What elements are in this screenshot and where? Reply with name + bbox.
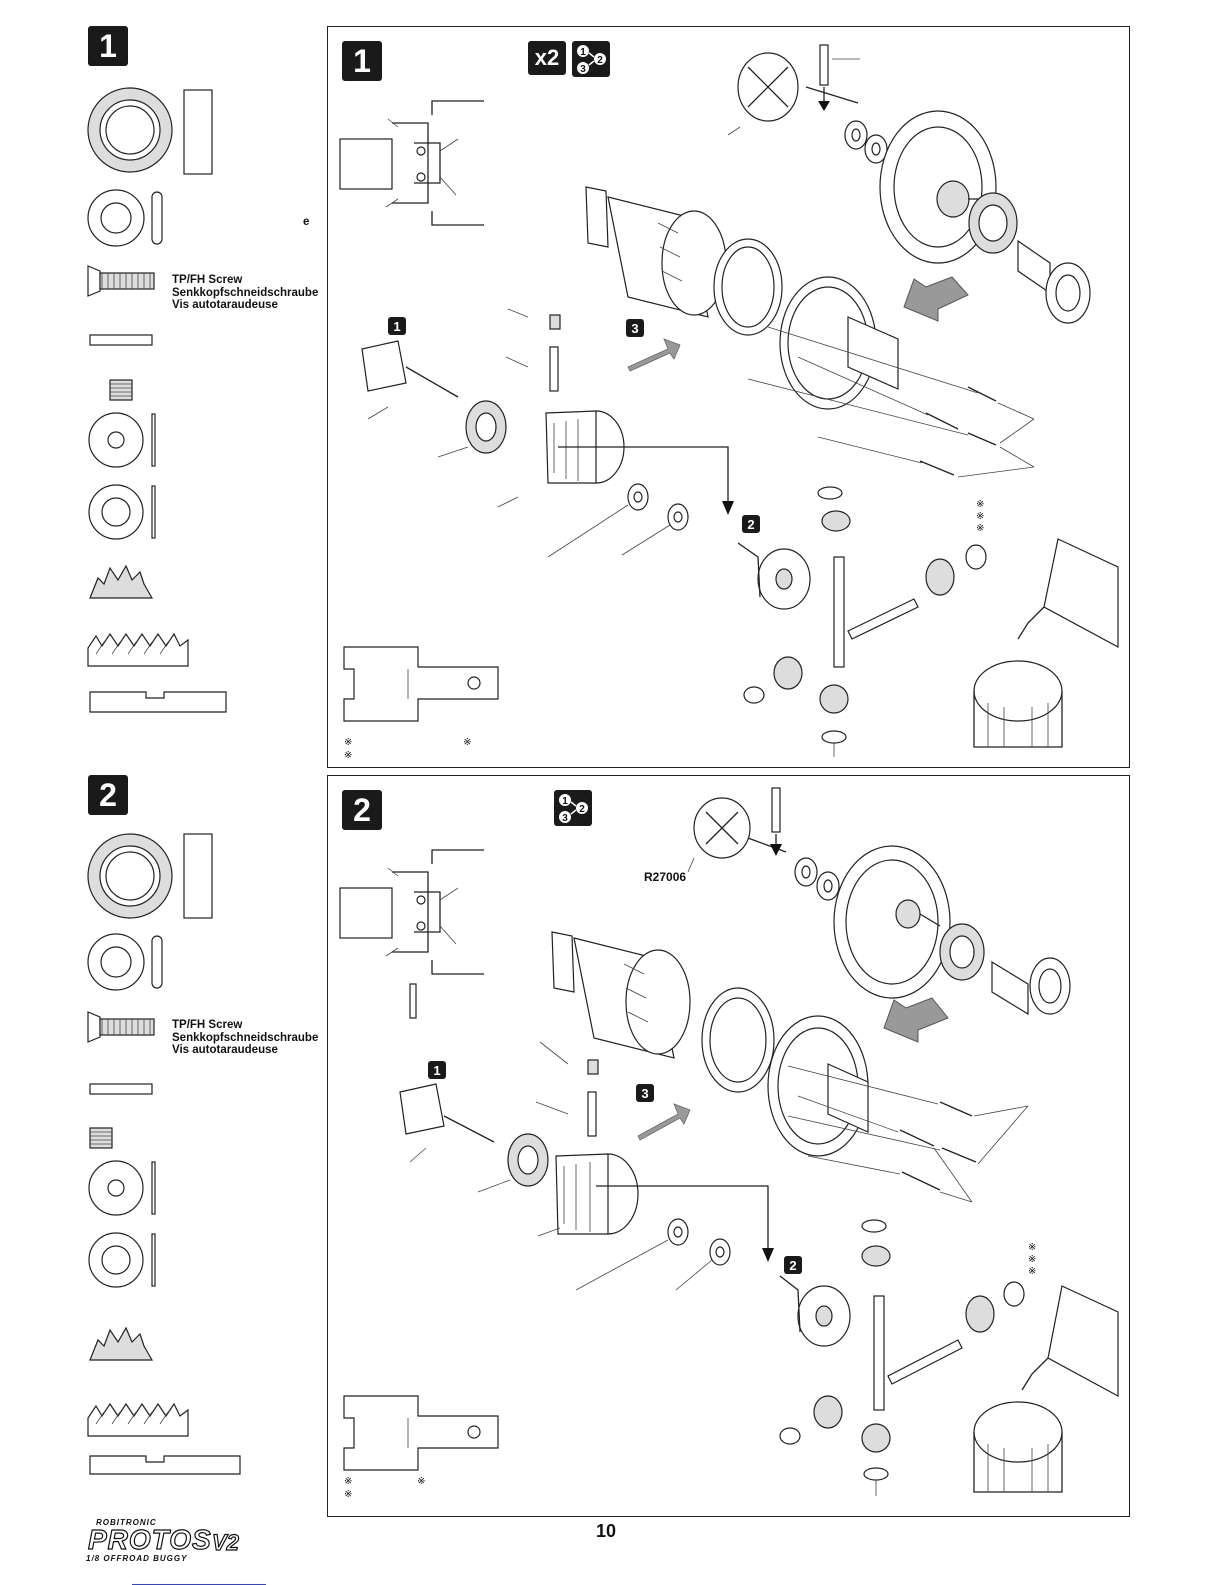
ring-gear-middle bbox=[768, 1016, 868, 1156]
shim-large-part-icon bbox=[89, 485, 155, 539]
section-1-step-badge: 1 bbox=[88, 26, 128, 66]
screw-label-de: Senkkopfschneidschraube bbox=[172, 287, 318, 300]
cross-section-detail bbox=[340, 850, 484, 1018]
pin-part-icon bbox=[90, 335, 152, 345]
cross-shaft-part-icon bbox=[90, 692, 226, 712]
direction-arrow-large bbox=[884, 998, 948, 1042]
differential-exploded-diagram-1 bbox=[328, 27, 1128, 767]
spider-cross-shafts bbox=[780, 1220, 1024, 1496]
section-1-parts-e-label: e bbox=[303, 216, 309, 229]
page-number: 10 bbox=[596, 1521, 616, 1542]
diff-gasket bbox=[702, 988, 774, 1092]
section-2-screw-label: TP/FH Screw Senkkopfschneidschraube Vis … bbox=[172, 1019, 318, 1057]
ring-gear-top bbox=[834, 846, 950, 998]
shim-large-part-icon bbox=[89, 1233, 155, 1287]
diff-case-top bbox=[552, 932, 690, 1058]
cross-shaft-part-icon bbox=[90, 1456, 240, 1474]
screw-label-de: Senkkopfschneidschraube bbox=[172, 1032, 318, 1045]
diff-case-lower bbox=[538, 1154, 638, 1236]
set-screw bbox=[550, 315, 560, 329]
outdrive-side-view bbox=[344, 647, 498, 721]
shim-part-icon bbox=[89, 1161, 155, 1215]
small-bevel-gear-part-icon bbox=[90, 566, 152, 598]
bearing-part-icon bbox=[88, 834, 212, 918]
pin-vertical bbox=[550, 347, 558, 391]
outdrive-left bbox=[400, 1084, 494, 1162]
section-1-parts-list bbox=[80, 80, 325, 720]
shim-part-icon bbox=[89, 413, 155, 467]
ring-gear-middle bbox=[780, 277, 898, 409]
assembly-panel-1: 1 x2 1 2 3 1 2 3 ※ ※ ※ ※ ※ ※ bbox=[327, 26, 1130, 768]
section-2-step-badge: 2 bbox=[88, 775, 128, 815]
spider-gear-top bbox=[728, 53, 858, 135]
brand-version-text: V2 bbox=[212, 1530, 239, 1556]
large-bevel-gear-part-icon bbox=[88, 634, 188, 666]
bearing-lower bbox=[438, 401, 506, 457]
bevel-gear-lower bbox=[780, 1276, 850, 1346]
screw-label-en: TP/FH Screw bbox=[172, 274, 318, 287]
washer-part-icon bbox=[88, 934, 162, 990]
pin-part-icon bbox=[90, 1084, 152, 1094]
pin-vertical bbox=[588, 1092, 596, 1136]
diff-case-lower bbox=[498, 411, 624, 507]
diff-case-filled bbox=[974, 661, 1062, 747]
diff-case-filled bbox=[974, 1402, 1062, 1492]
bevel-gear-lower bbox=[738, 543, 810, 609]
set-screw-part-icon bbox=[90, 1128, 112, 1148]
brand-sub-text: 1/8 OFFROAD BUGGY bbox=[86, 1554, 187, 1563]
differential-exploded-diagram-2 bbox=[328, 776, 1128, 1516]
section-1-screw-label: TP/FH Screw Senkkopfschneidschraube Vis … bbox=[172, 274, 318, 312]
oil-bottle bbox=[1018, 539, 1118, 647]
bearing-part-icon bbox=[88, 88, 212, 174]
washer-part-icon bbox=[88, 190, 162, 246]
screw-label-fr: Vis autotaraudeuse bbox=[172, 299, 318, 312]
pin-top bbox=[820, 45, 828, 85]
outdrive-left bbox=[362, 341, 458, 419]
outdrive-right bbox=[992, 958, 1070, 1014]
direction-arrow-large bbox=[904, 277, 968, 321]
screw-part-icon bbox=[88, 1012, 154, 1042]
outdrive-side-view bbox=[344, 1396, 498, 1470]
outdrive-right bbox=[1018, 241, 1090, 323]
pin-top bbox=[772, 788, 780, 832]
substep-3-arrow bbox=[628, 339, 680, 371]
diff-gasket bbox=[714, 239, 782, 335]
screw-label-en: TP/FH Screw bbox=[172, 1019, 318, 1032]
set-screw bbox=[588, 1060, 598, 1074]
screw-part-icon bbox=[88, 266, 154, 296]
screw-label-fr: Vis autotaraudeuse bbox=[172, 1044, 318, 1057]
assembly-panel-2: 2 1 2 3 R27006 1 2 3 ※ ※ ※ ※ ※ ※ bbox=[327, 775, 1130, 1517]
large-bevel-gear-part-icon bbox=[88, 1404, 188, 1436]
brand-logo: ROBITRONIC PROTOS V2 1/8 OFFROAD BUGGY bbox=[84, 1518, 254, 1566]
brand-main-text: PROTOS bbox=[88, 1524, 212, 1556]
set-screw-part-icon bbox=[110, 380, 132, 400]
bearing-lower bbox=[478, 1134, 548, 1192]
section-2-parts-list bbox=[80, 826, 325, 1476]
spider-cross-shafts bbox=[744, 487, 986, 757]
spider-gear-top bbox=[688, 798, 786, 872]
cross-section-detail bbox=[340, 101, 484, 225]
oil-bottle bbox=[1022, 1286, 1118, 1396]
small-bevel-gear-part-icon bbox=[90, 1328, 152, 1360]
substep-3-arrow bbox=[638, 1104, 690, 1140]
diff-case-top bbox=[586, 187, 726, 317]
